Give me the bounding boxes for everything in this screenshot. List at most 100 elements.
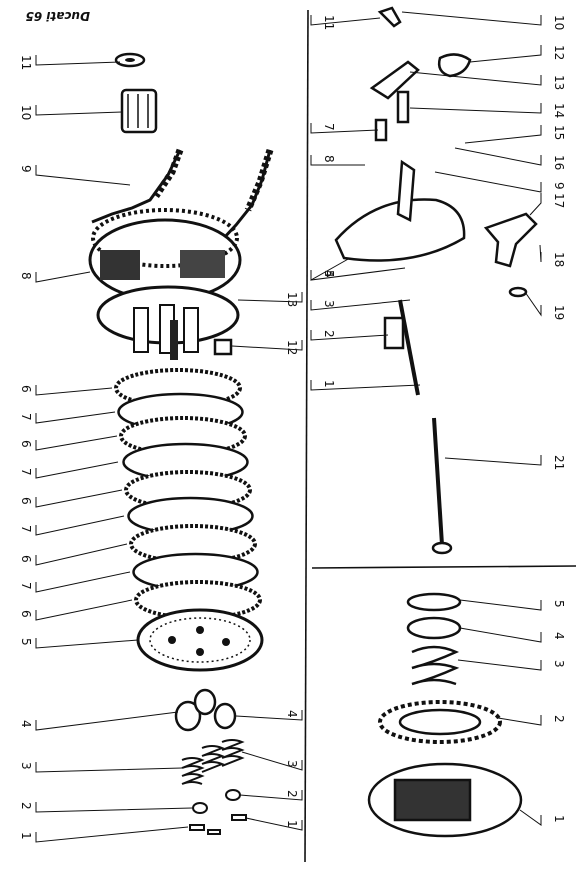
- leader-line: [245, 817, 303, 831]
- leader-line: [35, 638, 139, 649]
- part-number-label: 14: [552, 103, 566, 118]
- leader-line: [444, 455, 542, 466]
- leader-line: [434, 171, 542, 193]
- part-number-label: 3: [322, 300, 336, 308]
- part-number-label: 11: [322, 15, 336, 30]
- part-number-label: 8: [19, 272, 33, 280]
- part-number-label: 15: [552, 125, 566, 140]
- part-number-label: 16: [552, 155, 566, 170]
- part-number-label: 17: [552, 193, 566, 208]
- leader-line: [310, 123, 379, 134]
- leader-line: [459, 599, 542, 611]
- part-end-plate: [136, 608, 264, 672]
- leader-line: [35, 435, 118, 451]
- part-number-label: 2: [552, 715, 566, 723]
- part-number-label: 11: [19, 55, 33, 70]
- part-washer: [114, 52, 146, 68]
- leader-line: [519, 809, 542, 826]
- leader-line: [241, 751, 303, 771]
- leader-line: [469, 45, 542, 63]
- leader-line: [310, 380, 421, 391]
- leader-line: [35, 105, 123, 116]
- leader-line: [35, 802, 193, 813]
- part-number-label: 1: [322, 380, 336, 388]
- vertical-divider: [304, 9, 309, 863]
- part-chain: [91, 148, 274, 242]
- part-number-label: 9: [552, 182, 566, 190]
- leader-line: [497, 715, 542, 726]
- part-number-label: 1: [19, 832, 33, 840]
- part-number-label: 6: [19, 440, 33, 448]
- part-number-label: 12: [285, 340, 299, 355]
- leader-line: [459, 627, 542, 643]
- part-number-label: 10: [552, 15, 566, 30]
- part-pressure-plate: [96, 285, 240, 360]
- part-number-label: 3: [19, 762, 33, 770]
- part-number-label: 9: [19, 165, 33, 173]
- leader-line: [235, 710, 303, 721]
- leader-line: [35, 165, 131, 186]
- part-number-label: 12: [552, 45, 566, 60]
- leader-line: [35, 762, 183, 773]
- part-number-label: 5: [552, 600, 566, 608]
- part-number-label: 2: [322, 330, 336, 338]
- leader-line: [310, 155, 365, 166]
- leader-line: [231, 340, 303, 351]
- leader-line: [457, 659, 542, 671]
- leader-line: [35, 571, 131, 593]
- part-number-label: 5: [322, 270, 336, 278]
- part-number-label: 7: [19, 525, 33, 533]
- part-number-label: 6: [19, 555, 33, 563]
- part-number-label: 10: [19, 105, 33, 120]
- part-number-label: 2: [19, 802, 33, 810]
- leader-line: [35, 385, 113, 396]
- leader-line: [237, 292, 303, 303]
- leader-line: [35, 599, 133, 621]
- leader-line: [409, 103, 542, 114]
- part-number-label: 13: [552, 75, 566, 90]
- part-number-label: 8: [322, 155, 336, 163]
- part-number-label: 2: [285, 790, 299, 798]
- part-number-label: 6: [19, 497, 33, 505]
- part-bottom-assembly: [367, 592, 523, 838]
- leader-line: [529, 193, 542, 216]
- leader-line: [539, 244, 542, 263]
- part-number-label: 4: [552, 632, 566, 640]
- part-bushing: [120, 88, 158, 134]
- part-small-washers-pins: [189, 789, 247, 835]
- part-number-label: 4: [285, 710, 299, 718]
- leader-line: [401, 11, 542, 26]
- leader-line: [310, 330, 389, 341]
- part-number-label: 7: [19, 582, 33, 590]
- part-number-label: 21: [552, 455, 566, 470]
- part-number-label: 4: [322, 270, 336, 278]
- leader-line: [524, 291, 542, 317]
- part-number-label: 3: [285, 760, 299, 768]
- part-key: [213, 338, 233, 356]
- leader-line: [35, 515, 125, 536]
- leader-line: [35, 543, 128, 566]
- part-number-label: 4: [19, 720, 33, 728]
- leader-line: [409, 71, 542, 86]
- part-clutch-disc-stack: [114, 368, 262, 620]
- leader-line: [310, 267, 406, 281]
- leader-line: [454, 147, 542, 166]
- leader-line: [35, 826, 189, 843]
- part-number-label: 13: [285, 292, 299, 307]
- part-spring-cups: [174, 688, 237, 732]
- leader-line: [310, 15, 381, 26]
- leader-line: [239, 790, 303, 801]
- part-number-label: 19: [552, 305, 566, 320]
- part-springs: [181, 739, 245, 785]
- part-number-label: 7: [322, 123, 336, 131]
- part-number-label: 18: [552, 252, 566, 267]
- leader-line: [35, 711, 179, 731]
- part-number-label: 3: [552, 660, 566, 668]
- leader-line: [35, 271, 91, 283]
- leader-line: [35, 411, 116, 424]
- diagram-title: Ducati 65: [26, 9, 90, 23]
- leader-line: [35, 461, 119, 479]
- leader-line: [310, 299, 411, 311]
- part-push-rod: [431, 417, 453, 555]
